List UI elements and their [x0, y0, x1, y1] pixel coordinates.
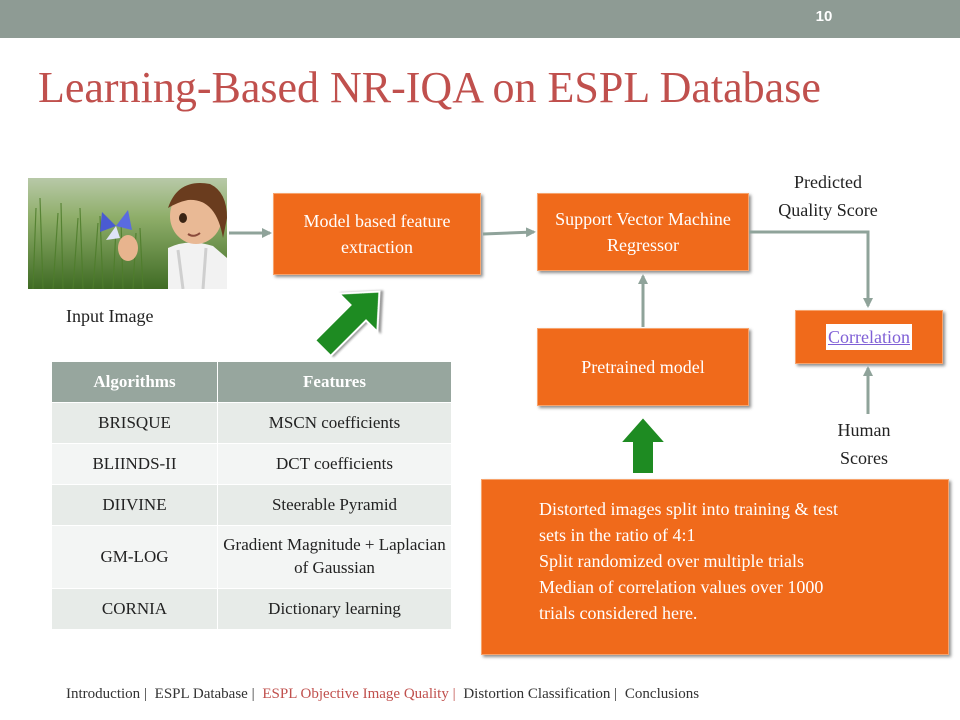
feature-extraction-text: Model based feature extraction	[303, 210, 451, 257]
human-label-line1: Human	[837, 420, 891, 440]
predicted-label-line1: Predicted	[794, 172, 862, 192]
footer-item-distortion-classification[interactable]: Distortion Classification |	[463, 686, 618, 702]
slide-number: 10	[815, 8, 833, 25]
top-bar: 10	[0, 0, 960, 38]
input-image	[28, 178, 227, 289]
feature-extraction-box: Model based feature extraction	[273, 193, 481, 275]
footer-item-objective-quality[interactable]: ESPL Objective Image Quality |	[262, 686, 456, 702]
slide-title: Learning-Based NR-IQA on ESPL Database	[38, 63, 821, 112]
correlation-box[interactable]: Correlation	[795, 310, 943, 364]
description-line: sets in the ratio of 4:1	[539, 525, 696, 546]
table-row: BRISQUE MSCN coefficients	[52, 402, 451, 444]
footer-nav: Introduction | ESPL Database | ESPL Obje…	[66, 686, 703, 703]
footer-item-introduction[interactable]: Introduction |	[66, 686, 147, 702]
feature-cell: Dictionary learning	[217, 588, 451, 629]
green-arrow-icon	[617, 415, 669, 475]
description-line: Median of correlation values over 1000	[539, 577, 824, 598]
feature-cell: DCT coefficients	[217, 443, 451, 485]
table-row: CORNIA Dictionary learning	[52, 588, 451, 629]
input-image-label: Input Image	[66, 306, 154, 326]
correlation-link[interactable]: Correlation	[826, 323, 912, 351]
human-scores-label: Human Scores	[818, 416, 910, 472]
algorithm-cell: DIIVINE	[52, 484, 218, 526]
svm-regressor-box: Support Vector Machine Regressor	[537, 193, 749, 271]
description-line: Split randomized over multiple trials	[539, 551, 804, 572]
algorithm-cell: CORNIA	[52, 588, 218, 629]
table-header-row: Algorithms Features	[52, 362, 451, 403]
feature-cell: MSCN coefficients	[217, 402, 451, 444]
method-description-box: Distorted images split into training & t…	[481, 479, 949, 655]
predicted-label-line2: Quality Score	[778, 200, 878, 220]
feature-cell: Gradient Magnitude + Laplacian of Gaussi…	[217, 525, 451, 589]
header-algorithms: Algorithms	[52, 362, 218, 403]
algorithm-cell: GM-LOG	[52, 525, 218, 589]
algorithm-cell: BLIINDS-II	[52, 443, 218, 485]
pretrained-model-box: Pretrained model	[537, 328, 749, 406]
arrow-extraction-to-svm	[482, 227, 536, 238]
algorithm-cell: BRISQUE	[52, 402, 218, 444]
green-arrow-icon	[313, 290, 381, 358]
human-label-line2: Scores	[840, 448, 888, 468]
description-line: trials considered here.	[539, 603, 698, 624]
table-row: BLIINDS-II DCT coefficients	[52, 443, 451, 485]
table-row: GM-LOG Gradient Magnitude + Laplacian of…	[52, 525, 451, 589]
algorithms-table: Algorithms Features BRISQUE MSCN coeffic…	[52, 362, 451, 629]
pretrained-model-text: Pretrained model	[581, 356, 705, 377]
feature-cell: Steerable Pyramid	[217, 484, 451, 526]
predicted-score-label: Predicted Quality Score	[776, 168, 880, 224]
svm-regressor-text: Support Vector Machine Regressor	[555, 208, 731, 255]
footer-item-espl-database[interactable]: ESPL Database |	[154, 686, 255, 702]
arrow-svm-to-correlation	[749, 230, 873, 308]
table-row: DIIVINE Steerable Pyramid	[52, 484, 451, 526]
description-line: Distorted images split into training & t…	[539, 499, 838, 519]
footer-item-conclusions[interactable]: Conclusions	[624, 686, 700, 702]
header-features: Features	[217, 362, 451, 403]
